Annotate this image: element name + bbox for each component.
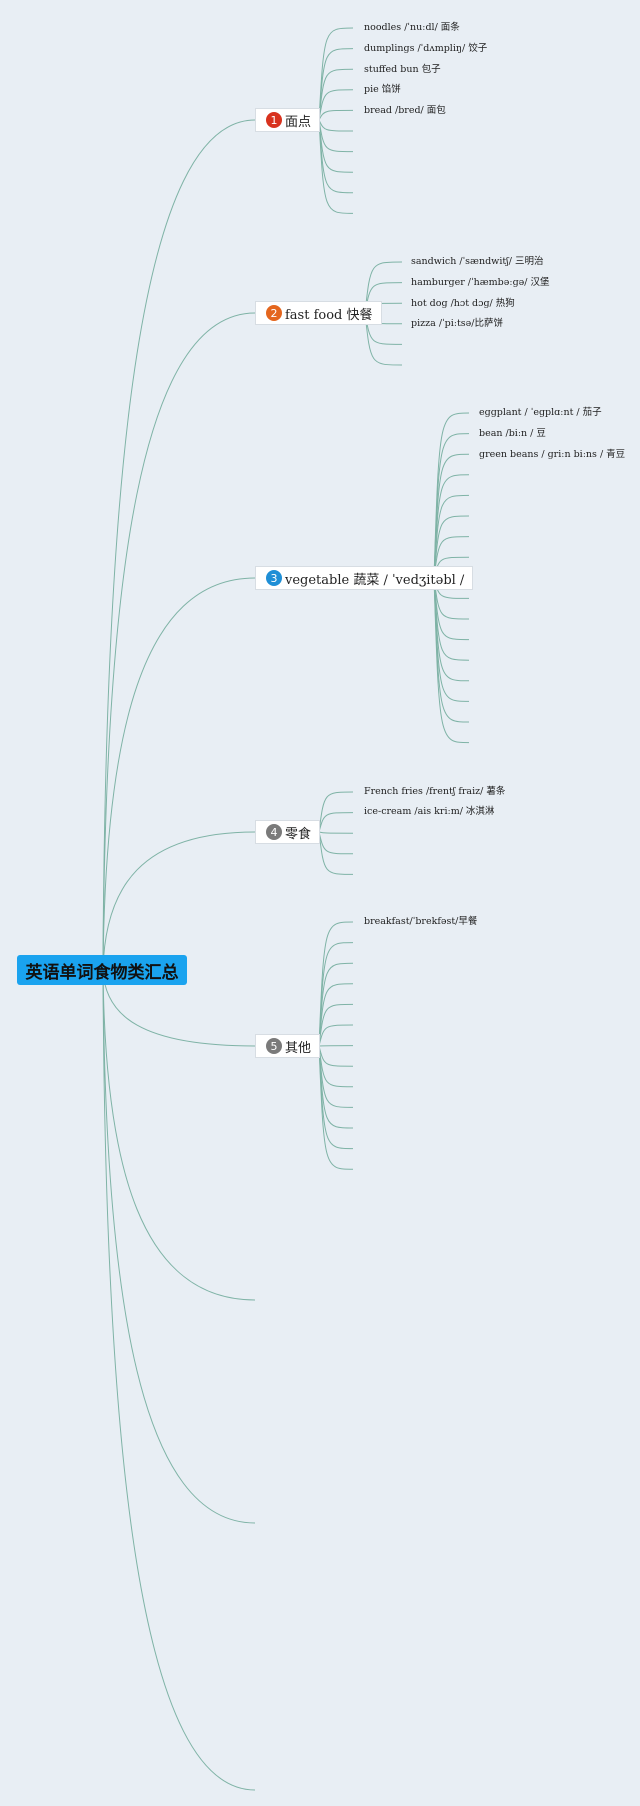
root-connector	[102, 831, 256, 971]
root-connector	[102, 577, 256, 971]
root-connector	[102, 969, 256, 1524]
leaf-item[interactable]: French fries /frentʃ fraiz/ 薯条	[364, 786, 506, 797]
root-connector	[102, 969, 256, 1301]
leaf-item[interactable]: hamburger /ˈhæmbəːgə/ 汉堡	[411, 277, 550, 288]
number-3-icon: 3	[266, 570, 282, 586]
leaf-connector	[318, 812, 354, 833]
leaf-connector	[318, 1045, 354, 1067]
branch-fast-food[interactable]: 2 fast food 快餐	[255, 301, 382, 325]
branch-label: fast food 快餐	[285, 307, 373, 323]
leaf-item[interactable]: stuffed bun 包子	[364, 64, 441, 75]
leaf-connector	[433, 515, 470, 579]
leaf-item[interactable]: bread /bred/ 面包	[364, 105, 446, 116]
leaf-connector	[433, 577, 470, 744]
leaf-connector	[318, 831, 354, 834]
root-connector	[102, 119, 256, 971]
leaf-connector	[364, 261, 403, 314]
leaf-item[interactable]: hot dog /hɔt dɔg/ 热狗	[411, 298, 515, 309]
branch-vegetable[interactable]: 3 vegetable 蔬菜 / ˈvedʒitəbl /	[255, 566, 474, 590]
leaf-connector	[318, 831, 354, 875]
root-connector	[102, 969, 256, 1047]
leaf-connector	[318, 119, 354, 153]
branch-others[interactable]: 5 其他	[255, 1034, 321, 1058]
branch-mian-dian[interactable]: 1 面点	[255, 108, 321, 132]
branch-label: 零食	[285, 826, 312, 842]
branch-label: 其他	[285, 1040, 312, 1056]
number-4-icon: 4	[266, 824, 282, 840]
leaf-connector	[318, 1003, 354, 1047]
leaf-connector	[318, 119, 354, 132]
root-connector	[102, 312, 256, 971]
root-topic-label: 英语单词食物类汇总	[25, 962, 179, 983]
leaf-item[interactable]: ice-cream /ais kriːm/ 冰淇淋	[364, 806, 495, 817]
leaf-connector	[318, 962, 354, 1047]
leaf-connector	[318, 68, 354, 121]
root-topic[interactable]: 英语单词食物类汇总	[17, 955, 187, 985]
leaf-item[interactable]: breakfast/ˈbrekfəst/早餐	[364, 916, 478, 927]
leaf-item[interactable]: pie 馅饼	[364, 84, 401, 95]
leaf-connector	[318, 119, 354, 214]
leaf-connector	[318, 791, 354, 833]
leaf-item[interactable]: eggplant / ˈegplɑːnt / 茄子	[479, 407, 602, 418]
leaf-connector	[318, 1024, 354, 1047]
leaf-item[interactable]: pizza /ˈpiːtsə/比萨饼	[411, 318, 503, 329]
leaf-connector	[318, 831, 354, 855]
leaf-item[interactable]: green beans / griːn biːns / 青豆	[479, 449, 626, 460]
leaf-item[interactable]: sandwich /ˈsændwitʃ/ 三明治	[411, 256, 544, 267]
leaf-connector	[433, 494, 470, 579]
leaf-connector	[318, 27, 354, 121]
leaf-connector	[318, 1045, 354, 1170]
leaf-connector	[364, 312, 403, 366]
root-connector	[102, 969, 256, 1791]
leaf-connector	[318, 983, 354, 1047]
leaf-connector	[318, 109, 354, 121]
leaf-item[interactable]: noodles /ˈnuːdl/ 面条	[364, 22, 460, 33]
leaf-connector	[318, 89, 354, 121]
number-5-icon: 5	[266, 1038, 282, 1054]
branch-label: vegetable 蔬菜 / ˈvedʒitəbl /	[285, 572, 465, 588]
leaf-item[interactable]: dumplings /ˈdʌmpliŋ/ 饺子	[364, 43, 488, 54]
leaf-item[interactable]: bean /biːn / 豆	[479, 428, 546, 439]
branch-label: 面点	[285, 114, 312, 130]
leaf-connector	[318, 48, 354, 121]
number-1-icon: 1	[266, 112, 282, 128]
branch-snacks[interactable]: 4 零食	[255, 820, 321, 844]
number-2-icon: 2	[266, 305, 282, 321]
